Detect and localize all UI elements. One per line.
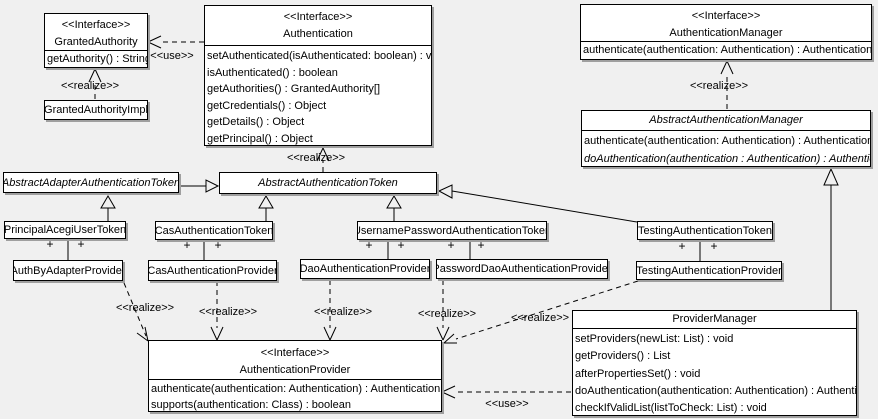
use-label: <<use>> [150, 50, 194, 62]
class-name: CasAuthenticationToken [155, 224, 273, 237]
class-method: authenticate(authentication: Authenticat… [584, 135, 870, 147]
class-method: afterPropertiesSet() : void [575, 367, 701, 380]
class-testing-authentication-provider[interactable]: TestingAuthenticationProvider [636, 261, 782, 280]
multiplicity-label: + [365, 238, 373, 252]
class-stereotype: <<Interface>> [260, 347, 330, 359]
class-method: setAuthenticated(isAuthenticated: boolea… [207, 50, 431, 62]
class-name: ProviderManager [573, 311, 856, 329]
class-name: Authentication [283, 28, 353, 40]
class-abstract-adapter-authentication-token[interactable]: AbstractAdapterAuthenticationToken [3, 172, 179, 193]
class-name: TestingAuthenticationProvider [636, 264, 782, 277]
realize-label: <<realize>> [510, 312, 570, 324]
class-authentication-provider[interactable]: <<Interface>> AuthenticationProvider aut… [148, 340, 442, 412]
class-method: getProviders() : List [575, 350, 671, 363]
arrowhead-realize-p2 [210, 326, 224, 341]
multiplicity-label: + [214, 238, 222, 252]
class-name: PasswordDaoAuthenticationProvider [436, 263, 608, 275]
class-name: CasAuthenticationProvider [148, 264, 277, 277]
arrowhead-realize-grantedauthority [88, 68, 102, 83]
triangle-to-abstract-token-left [205, 179, 220, 193]
arrowhead-realize-p3 [323, 326, 337, 341]
class-name: PrincipalAcegiUserToken [4, 224, 126, 236]
class-granted-authority[interactable]: <<Interface>> GrantedAuthority getAuthor… [44, 13, 148, 68]
class-method: getDetails() : Object [207, 116, 305, 128]
class-method: doAuthentication(authentication : Authen… [584, 153, 870, 165]
multiplicity-label: + [183, 238, 191, 252]
arrowhead-realize-p1 [136, 326, 149, 342]
class-stereotype: <<Interface>> [61, 19, 131, 31]
class-dao-authentication-provider[interactable]: DaoAuthenticationProvider [300, 259, 430, 279]
realize-label: <<realize>> [115, 302, 175, 314]
arrowhead-use-authenticationprovider [441, 385, 456, 399]
realize-label: <<realize>> [313, 306, 373, 318]
class-name: AuthByAdapterProvider [13, 264, 123, 277]
use-label: <<use>> [485, 398, 529, 410]
class-name: DaoAuthenticationProvider [300, 263, 430, 275]
class-name: AuthenticationProvider [239, 364, 351, 376]
arrowhead-realize-authenticationmanager [720, 60, 734, 75]
class-testing-authentication-token[interactable]: TestingAuthenticationToken [637, 221, 773, 240]
realize-label: <<realize>> [60, 80, 120, 92]
class-username-password-authentication-token[interactable]: UsernamePasswordAuthenticationToken [357, 221, 547, 240]
class-method: checkIfValidList(listToCheck: List) : vo… [575, 402, 767, 415]
class-provider-manager[interactable]: ProviderManager setProviders(newList: Li… [572, 310, 857, 416]
class-authentication-manager[interactable]: <<Interface>> AuthenticationManager auth… [580, 4, 872, 60]
generalization-line-testing-token [451, 190, 638, 223]
multiplicity-label: + [77, 237, 85, 251]
realize-line-authbyadapter-provider [123, 282, 147, 337]
class-method: doAuthentication(authentication: Authent… [575, 384, 856, 397]
arrowhead-realize-p4 [436, 326, 450, 341]
multiplicity-label: + [397, 238, 405, 252]
class-name: UsernamePasswordAuthenticationToken [357, 224, 547, 237]
class-abstract-authentication-manager[interactable]: AbstractAuthenticationManager authentica… [581, 110, 871, 167]
class-method: authenticate(authentication: Authenticat… [583, 44, 871, 56]
class-stereotype: <<Interface>> [283, 11, 353, 23]
realize-label: <<realize>> [417, 308, 477, 320]
class-principal-acegi-user-token[interactable]: PrincipalAcegiUserToken [4, 221, 126, 239]
class-name: TestingAuthenticationToken [638, 224, 772, 237]
multiplicity-label: + [447, 238, 455, 252]
class-name: AbstractAuthenticationToken [258, 177, 398, 189]
class-abstract-authentication-token[interactable]: AbstractAuthenticationToken [219, 172, 437, 194]
class-name: AbstractAuthenticationManager [582, 111, 870, 131]
class-name: GrantedAuthorityImpl [44, 104, 148, 116]
realize-label: <<realize>> [286, 152, 346, 164]
class-auth-by-adapter-provider[interactable]: AuthByAdapterProvider [13, 260, 123, 281]
class-method: getAuthority() : String [47, 53, 147, 65]
triangle-usernamepassword-to-abstract-token [386, 195, 402, 209]
realize-label: <<realize>> [198, 306, 258, 318]
class-cas-authentication-token[interactable]: CasAuthenticationToken [155, 221, 273, 240]
class-password-dao-authentication-provider[interactable]: PasswordDaoAuthenticationProvider [436, 259, 608, 279]
class-name: AuthenticationManager [669, 27, 783, 39]
arrowhead-realize-p5 [443, 333, 457, 344]
class-method: authenticate(authentication: Authenticat… [151, 383, 441, 395]
triangle-to-adapter-token [100, 195, 116, 209]
realize-line-testing-provider [455, 280, 639, 340]
multiplicity-label: + [46, 237, 54, 251]
triangle-providermanager-to-abstract-manager [823, 167, 839, 186]
class-authentication[interactable]: <<Interface>> Authentication setAuthenti… [204, 5, 432, 146]
arrowhead-realize-authentication [316, 147, 330, 162]
triangle-testing-to-abstract-token [437, 184, 453, 199]
multiplicity-label: + [678, 239, 686, 253]
multiplicity-label: + [710, 239, 718, 253]
class-name: AbstractAdapterAuthenticationToken [3, 176, 179, 189]
triangle-cas-to-abstract-token [258, 195, 274, 209]
arrowhead-use-grantedauthority [147, 35, 162, 49]
class-stereotype: <<Interface>> [691, 10, 761, 22]
class-cas-authentication-provider[interactable]: CasAuthenticationProvider [148, 260, 277, 281]
multiplicity-label: + [477, 238, 485, 252]
class-method: getAuthorities() : GrantedAuthority[] [207, 83, 381, 95]
class-method: isAuthenticated() : boolean [207, 66, 338, 79]
class-name: GrantedAuthority [54, 36, 138, 48]
class-method: getPrincipal() : Object [207, 132, 313, 145]
class-method: getCredentials() : Object [207, 99, 327, 112]
class-method: supports(authentication: Class) : boolea… [151, 399, 351, 411]
class-granted-authority-impl[interactable]: GrantedAuthorityImpl [44, 100, 148, 120]
class-method: setProviders(newList: List) : void [575, 333, 734, 345]
realize-label: <<realize>> [689, 80, 749, 92]
